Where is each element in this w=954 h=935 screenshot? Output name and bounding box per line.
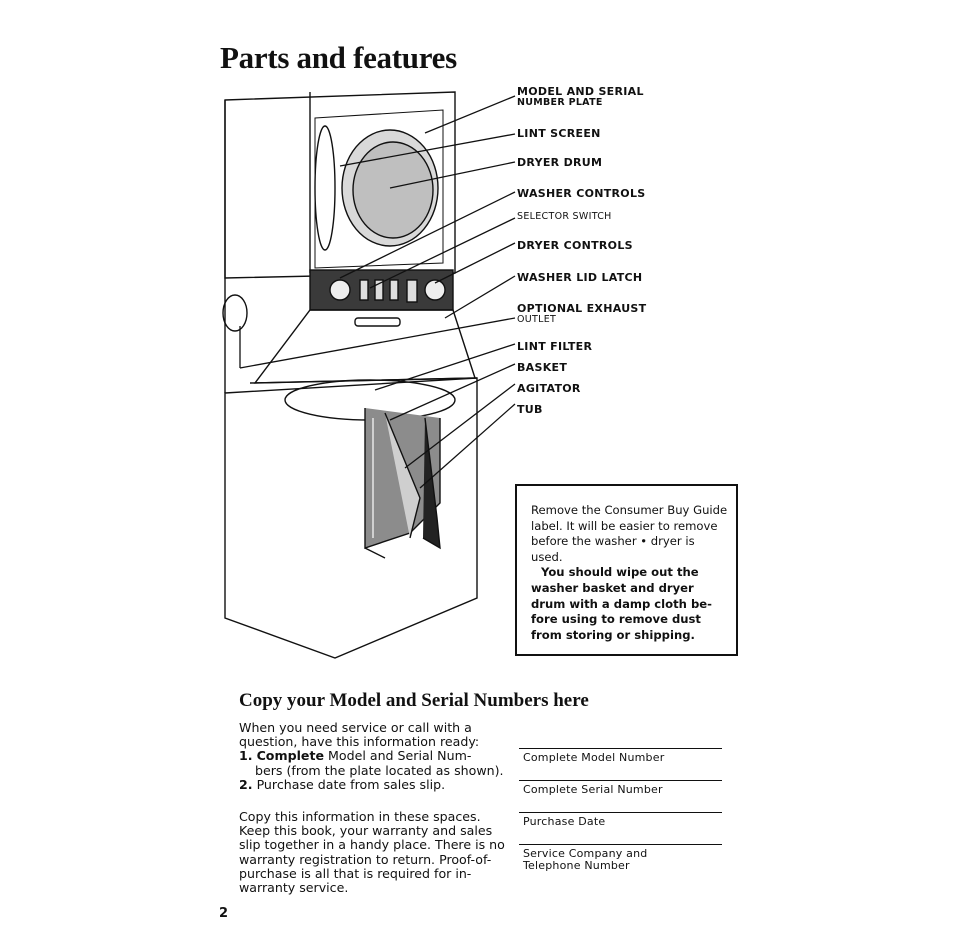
callout-basket: BASKET: [517, 361, 568, 374]
callout-selector-switch: SELECTOR SWITCH: [517, 211, 612, 222]
note-paragraph-2: You should wipe out the washer basket an…: [531, 565, 712, 642]
form-label-service-company: Service Company and Telephone Number: [523, 847, 648, 872]
form-label-purchase-date: Purchase Date: [523, 815, 606, 828]
callout-dryer-controls: DRYER CONTROLS: [517, 239, 633, 252]
list-item: 1.Complete Model and Serial Num- bers (f…: [239, 748, 504, 778]
form-label-model: Complete Model Number: [523, 751, 665, 764]
form-line-serial[interactable]: [519, 780, 722, 781]
note-box: Remove the Consumer Buy Guide label. It …: [515, 484, 738, 656]
form-line-model[interactable]: [519, 748, 722, 749]
callout-model-serial-plate: MODEL AND SERIAL NUMBER PLATE: [517, 85, 644, 108]
page-number: 2: [219, 906, 229, 921]
form-label-serial: Complete Serial Number: [523, 783, 663, 796]
callout-lint-screen: LINT SCREEN: [517, 127, 601, 140]
section-heading: Copy your Model and Serial Numbers here: [239, 690, 589, 711]
intro-paragraph: When you need service or call with a que…: [239, 720, 480, 750]
callout-optional-exhaust-outlet: OPTIONAL EXHAUST OUTLET: [517, 302, 647, 325]
form-line-service-company[interactable]: [519, 844, 722, 845]
page-title: Parts and features: [220, 40, 457, 75]
form-line-purchase-date[interactable]: [519, 812, 722, 813]
callout-washer-lid-latch: WASHER LID LATCH: [517, 271, 643, 284]
washer-dryer-illustration: [222, 91, 516, 659]
intro-text: When you need service or call with a que…: [239, 720, 514, 792]
callout-tub: TUB: [517, 403, 543, 416]
callout-washer-controls: WASHER CONTROLS: [517, 187, 646, 200]
list-item: 2.Purchase date from sales slip.: [239, 776, 446, 792]
note-paragraph-1: Remove the Consumer Buy Guide label. It …: [531, 503, 728, 564]
callout-agitator: AGITATOR: [517, 382, 581, 395]
callout-lint-filter: LINT FILTER: [517, 340, 593, 353]
callout-dryer-drum: DRYER DRUM: [517, 156, 603, 169]
copy-paragraph: Copy this information in these spaces. K…: [239, 809, 505, 896]
